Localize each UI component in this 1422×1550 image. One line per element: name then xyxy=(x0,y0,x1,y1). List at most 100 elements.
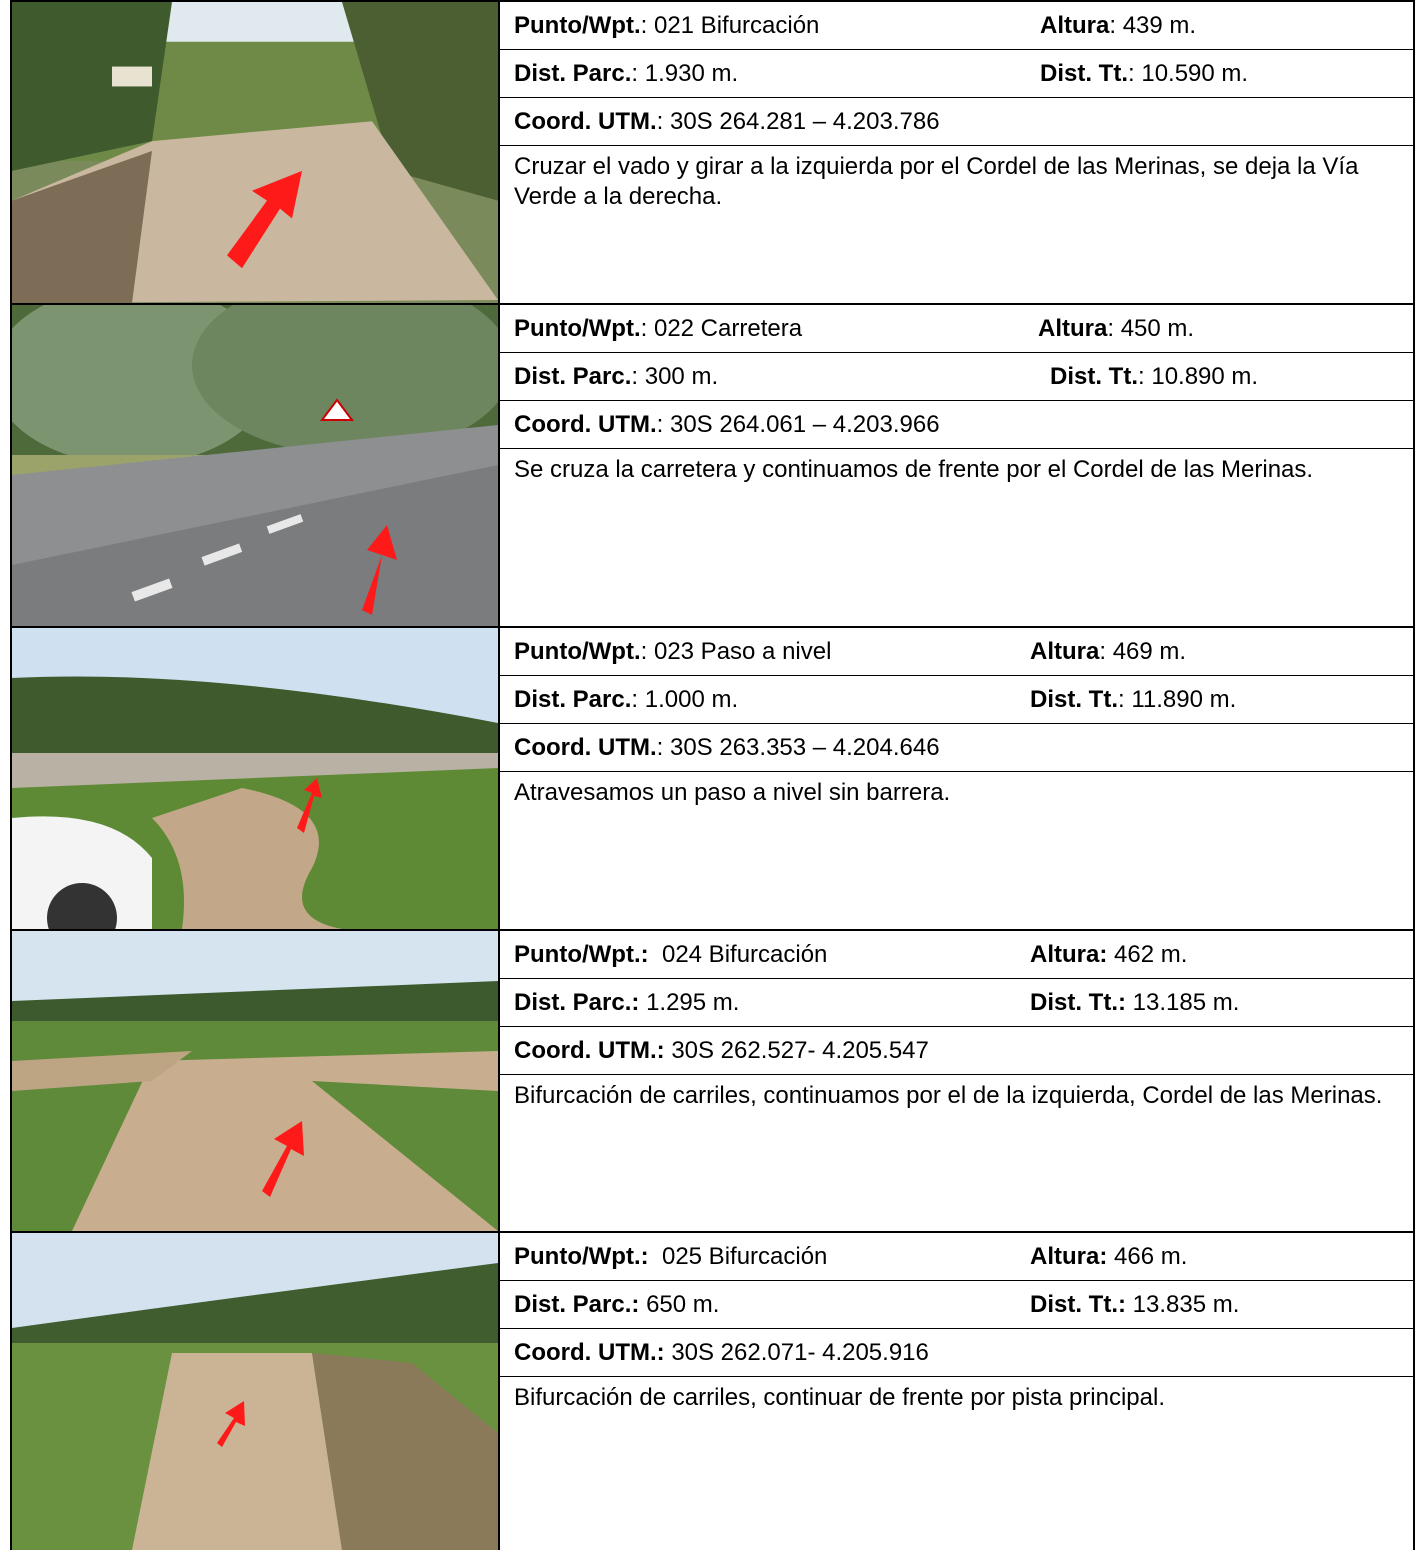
waypoint-description: Bifurcación de carriles, continuar de fr… xyxy=(514,1384,1165,1411)
dist-parc-label: Dist. Parc. xyxy=(514,60,632,87)
dist-tt-value: 10.590 m. xyxy=(1141,60,1249,87)
separator: : xyxy=(1099,638,1113,665)
dist-parc-label: Dist. Parc.: xyxy=(514,989,640,1016)
coord-line: Coord. UTM.: 30S 262.527- 4.205.547 xyxy=(500,1027,1413,1075)
separator: : xyxy=(631,60,645,87)
separator: : xyxy=(640,315,654,342)
dist-parc-label: Dist. Parc.: xyxy=(514,1291,640,1318)
waypoint-description: Atravesamos un paso a nivel sin barrera. xyxy=(514,779,951,806)
dist-tt-value: 13.185 m. xyxy=(1132,989,1240,1016)
punto-label: Punto/Wpt.: xyxy=(514,941,649,968)
punto-value: 022 Carretera xyxy=(653,315,803,342)
waypoint-description: Cruzar el vado y girar a la izquierda po… xyxy=(514,153,1359,210)
coord-label: Coord. UTM. xyxy=(514,108,657,135)
waypoint-photo xyxy=(12,2,500,303)
altura-value: 462 m. xyxy=(1114,941,1188,968)
separator xyxy=(1107,1243,1114,1270)
separator: : xyxy=(656,411,670,438)
dist-tt-value: 10.890 m. xyxy=(1151,363,1259,390)
dist-tt-value: 11.890 m. xyxy=(1131,686,1237,713)
dist-tt-label: Dist. Tt.: xyxy=(1030,989,1126,1016)
separator xyxy=(1126,989,1133,1016)
coord-value: 30S 264.281 – 4.203.786 xyxy=(669,108,940,135)
distance-line: Dist. Parc.: 300 m. Dist. Tt.: 10.890 m. xyxy=(500,353,1413,401)
coord-value: 30S 263.353 – 4.204.646 xyxy=(669,734,940,761)
waypoint-description: Bifurcación de carriles, continuamos por… xyxy=(514,1082,1383,1109)
punto-label: Punto/Wpt.: xyxy=(514,1243,649,1270)
coord-value: 30S 264.061 – 4.203.966 xyxy=(669,411,940,438)
dist-parc-value: 1.295 m. xyxy=(646,989,740,1016)
separator: : xyxy=(640,638,654,665)
punto-value: 023 Paso a nivel xyxy=(653,638,832,665)
waypoint-line: Punto/Wpt.: 024 Bifurcación Altura: 462 … xyxy=(500,931,1413,979)
distance-line: Dist. Parc.: 1.930 m. Dist. Tt.: 10.590 … xyxy=(500,50,1413,98)
dist-tt-label: Dist. Tt. xyxy=(1040,60,1128,87)
separator: : xyxy=(1109,12,1123,39)
punto-label: Punto/Wpt. xyxy=(514,315,641,342)
waypoint-line: Punto/Wpt.: 022 Carretera Altura: 450 m. xyxy=(500,305,1413,353)
waypoint-row: Punto/Wpt.: 024 Bifurcación Altura: 462 … xyxy=(10,931,1415,1233)
dist-parc-value: 650 m. xyxy=(646,1291,720,1318)
separator xyxy=(649,941,662,968)
altura-label: Altura xyxy=(1040,12,1110,39)
punto-value: 025 Bifurcación xyxy=(661,1243,828,1270)
dist-tt-value: 13.835 m. xyxy=(1132,1291,1240,1318)
separator: : xyxy=(656,734,670,761)
altura-label: Altura xyxy=(1030,638,1100,665)
coord-line: Coord. UTM.: 30S 264.061 – 4.203.966 xyxy=(500,401,1413,449)
distance-line: Dist. Parc.: 1.295 m. Dist. Tt.: 13.185 … xyxy=(500,979,1413,1027)
altura-label: Altura: xyxy=(1030,941,1108,968)
punto-label: Punto/Wpt. xyxy=(514,638,641,665)
altura-value: 469 m. xyxy=(1112,638,1187,665)
waypoint-row: Punto/Wpt.: 022 Carretera Altura: 450 m.… xyxy=(10,305,1415,628)
separator: : xyxy=(631,686,645,713)
waypoint-photo xyxy=(12,628,500,929)
separator xyxy=(1107,941,1114,968)
waypoint-line: Punto/Wpt.: 025 Bifurcación Altura: 466 … xyxy=(500,1233,1413,1281)
punto-value: 021 Bifurcación xyxy=(653,12,820,39)
waypoint-row: Punto/Wpt.: 023 Paso a nivel Altura: 469… xyxy=(10,628,1415,931)
punto-value: 024 Bifurcación xyxy=(661,941,828,968)
dist-parc-value: 300 m. xyxy=(644,363,719,390)
coord-line: Coord. UTM.: 30S 263.353 – 4.204.646 xyxy=(500,724,1413,772)
coord-value: 30S 262.071- 4.205.916 xyxy=(671,1339,929,1366)
separator: : xyxy=(631,363,645,390)
dist-tt-label: Dist. Tt.: xyxy=(1030,1291,1126,1318)
separator: : xyxy=(1138,363,1152,390)
dist-tt-label: Dist. Tt. xyxy=(1050,363,1138,390)
waypoint-line: Punto/Wpt.: 023 Paso a nivel Altura: 469… xyxy=(500,628,1413,676)
dist-parc-value: 1.000 m. xyxy=(644,686,739,713)
altura-value: 439 m. xyxy=(1122,12,1197,39)
coord-label: Coord. UTM. xyxy=(514,734,657,761)
waypoint-photo xyxy=(12,1233,500,1550)
separator: : xyxy=(1107,315,1121,342)
coord-label: Coord. UTM.: xyxy=(514,1339,665,1366)
separator: : xyxy=(1118,686,1132,713)
separator: : xyxy=(1128,60,1142,87)
coord-line: Coord. UTM.: 30S 264.281 – 4.203.786 xyxy=(500,98,1413,146)
waypoint-row: Punto/Wpt.: 025 Bifurcación Altura: 466 … xyxy=(10,1233,1415,1550)
punto-label: Punto/Wpt. xyxy=(514,12,641,39)
dist-parc-label: Dist. Parc. xyxy=(514,363,632,390)
separator: : xyxy=(656,108,670,135)
coord-label: Coord. UTM.: xyxy=(514,1037,665,1064)
coord-value: 30S 262.527- 4.205.547 xyxy=(671,1037,929,1064)
coord-line: Coord. UTM.: 30S 262.071- 4.205.916 xyxy=(500,1329,1413,1377)
altura-value: 466 m. xyxy=(1114,1243,1188,1270)
altura-label: Altura: xyxy=(1030,1243,1108,1270)
dist-parc-label: Dist. Parc. xyxy=(514,686,632,713)
distance-line: Dist. Parc.: 1.000 m. Dist. Tt.: 11.890 … xyxy=(500,676,1413,724)
altura-label: Altura xyxy=(1038,315,1108,342)
dist-parc-value: 1.930 m. xyxy=(644,60,739,87)
distance-line: Dist. Parc.: 650 m. Dist. Tt.: 13.835 m. xyxy=(500,1281,1413,1329)
waypoint-photo xyxy=(12,931,500,1231)
coord-label: Coord. UTM. xyxy=(514,411,657,438)
separator xyxy=(649,1243,662,1270)
altura-value: 450 m. xyxy=(1120,315,1195,342)
waypoint-line: Punto/Wpt.: 021 Bifurcación Altura: 439 … xyxy=(500,2,1413,50)
waypoint-row: Punto/Wpt.: 021 Bifurcación Altura: 439 … xyxy=(10,0,1415,305)
waypoint-photo xyxy=(12,305,500,626)
waypoint-description: Se cruza la carretera y continuamos de f… xyxy=(514,456,1314,483)
dist-tt-label: Dist. Tt. xyxy=(1030,686,1118,713)
separator: : xyxy=(640,12,654,39)
